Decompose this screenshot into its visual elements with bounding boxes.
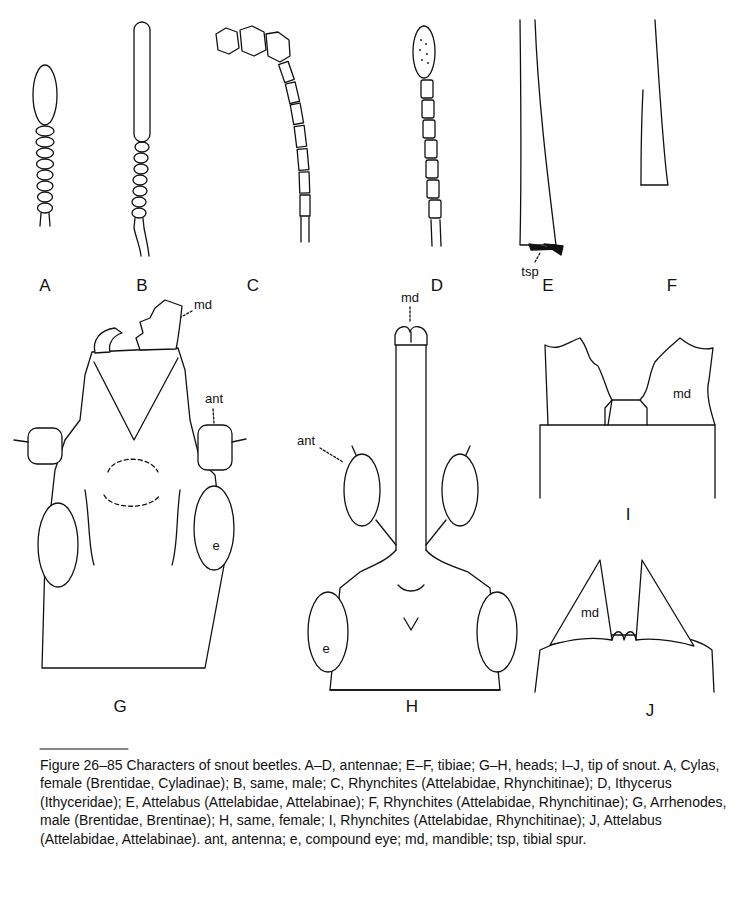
panel-letter: J [646, 702, 655, 719]
part-label: e [212, 539, 219, 552]
part-label: ant [297, 434, 315, 447]
panel-letter: G [113, 698, 126, 715]
panel-letter: B [136, 277, 147, 294]
panel-letter: C [247, 277, 259, 294]
tibia-e [520, 20, 563, 262]
head-g [14, 300, 246, 668]
part-label: md [673, 387, 691, 400]
part-label: md [401, 291, 419, 304]
antenna-a [33, 65, 57, 226]
panel-letter: A [39, 277, 50, 294]
panel-letter: E [542, 277, 553, 294]
panel-letter: D [431, 277, 443, 294]
antenna-c [216, 26, 310, 242]
head-h [308, 307, 517, 690]
snout-tip-j [535, 560, 714, 692]
part-label: tsp [521, 265, 538, 278]
snout-tip-i [540, 338, 715, 498]
part-label: md [194, 298, 212, 311]
part-label: ant [205, 392, 223, 405]
figure-caption: Figure 26–85 Characters of snout beetles… [40, 756, 735, 848]
panel-letter: H [406, 698, 418, 715]
antenna-d [413, 26, 441, 246]
caption-rule [40, 749, 128, 750]
part-label: e [322, 642, 329, 655]
panel-letter: I [626, 506, 631, 523]
panel-letter: F [667, 277, 677, 294]
tibia-f [641, 20, 668, 185]
part-label: md [581, 606, 599, 619]
antenna-b [132, 22, 150, 256]
